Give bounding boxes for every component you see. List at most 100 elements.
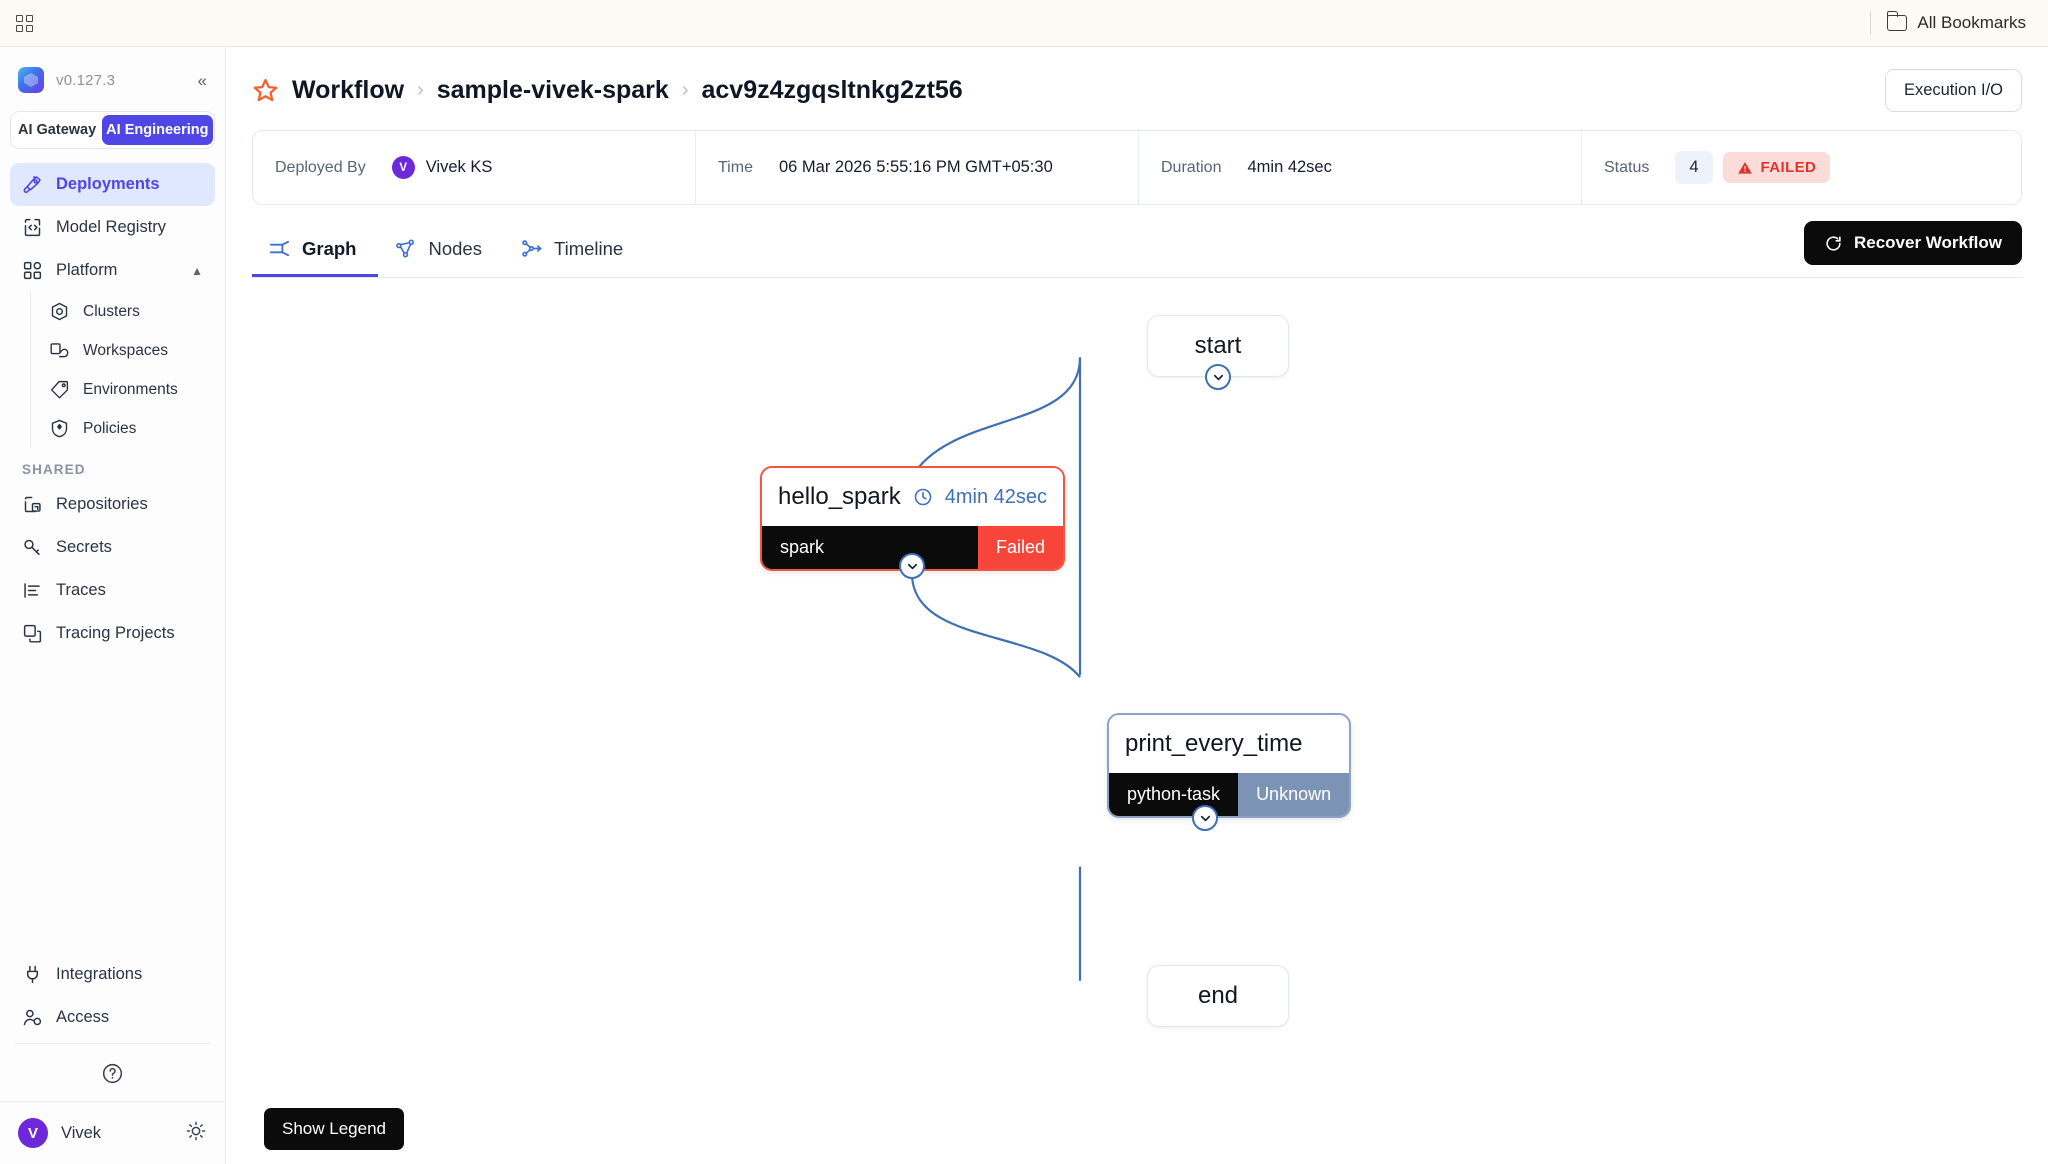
sidebar-item-clusters[interactable]: Clusters [39,292,215,331]
sidebar: v0.127.3 « AI Gateway AI Engineering Dep… [0,47,226,1164]
graph-icon [268,237,291,260]
sidebar-item-deployments[interactable]: Deployments [10,163,215,206]
tab-timeline[interactable]: Timeline [504,227,645,277]
view-tabs: Graph Nodes Timeline [252,221,2022,278]
sidebar-item-label: Access [56,1008,110,1026]
sidebar-item-label: Traces [56,581,106,599]
sidebar-item-repositories[interactable]: Repositories [10,483,215,526]
node-footer: python-task Unknown [1109,773,1350,816]
sidebar-user-row[interactable]: V Vivek [0,1101,225,1164]
breadcrumb-separator: › [681,79,689,101]
sidebar-item-model-registry[interactable]: Model Registry [10,206,215,249]
sidebar-nav: Deployments Model Registry [0,159,225,655]
shield-icon [49,418,70,439]
folder-icon [1886,11,1908,31]
graph-node-start[interactable]: start [1147,315,1289,390]
execution-io-button[interactable]: Execution I/O [1884,69,2022,112]
status-badge-label: FAILED [1760,159,1817,176]
sidebar-item-environments[interactable]: Environments [39,370,215,409]
all-bookmarks-label[interactable]: All Bookmarks [1917,13,2026,32]
show-legend-button[interactable]: Show Legend [264,1108,404,1150]
status-label: Status [1604,158,1650,176]
workspace-icon [49,340,70,361]
sidebar-header: v0.127.3 « [0,47,225,107]
node-state-badge: Unknown [1238,773,1350,816]
sidebar-item-integrations[interactable]: Integrations [10,953,215,996]
node-footer: spark Failed [762,526,1064,569]
node-task-type: spark [762,526,978,569]
breadcrumb-item-workflow-name[interactable]: sample-vivek-spark [436,76,669,104]
recover-workflow-label: Recover Workflow [1853,233,2002,252]
user-name-label: Vivek [61,1123,102,1142]
sidebar-item-policies[interactable]: Policies [39,409,215,448]
apps-grid-icon[interactable] [16,14,33,32]
nodes-icon [394,237,417,260]
divider [14,1043,211,1044]
segment-ai-engineering[interactable]: AI Engineering [102,115,213,145]
tracing-projects-icon [22,623,43,644]
sidebar-item-platform[interactable]: Platform ▲ [10,249,215,292]
duration-value: 4min 42sec [1247,158,1332,176]
platform-grid-icon [22,260,43,281]
node-body[interactable]: start [1147,315,1289,377]
graph-edges [910,357,1082,981]
chevron-down-icon[interactable] [1192,805,1218,831]
traces-icon [22,580,43,601]
sidebar-item-label: Tracing Projects [56,624,175,642]
refresh-icon [1826,235,1841,251]
sun-icon[interactable] [185,1120,207,1147]
clock-icon [913,487,933,507]
graph-node-print-every-time[interactable]: print_every_time python-task Unknown [1107,713,1352,831]
sidebar-item-label: Policies [83,419,137,437]
edge-start-to-hello-spark [911,357,1082,478]
sidebar-item-label: Deployments [56,175,160,193]
chevron-down-icon[interactable] [899,553,925,579]
sidebar-item-label: Repositories [56,495,148,513]
node-header: hello_spark 4min 42sec [762,468,1064,526]
tab-label: Graph [302,237,357,259]
graph-node-hello-spark[interactable]: hello_spark 4min 42sec spark Failed [760,466,1066,579]
node-header: print_every_time [1109,715,1350,773]
status-group: 4 FAILED [1675,151,1831,184]
sidebar-item-label: Workspaces [83,341,168,359]
breadcrumb: Workflow › sample-vivek-spark › acv9z4zg… [252,76,963,105]
node-body[interactable]: end [1147,965,1289,1027]
sidebar-platform-children: Clusters Workspaces [30,292,215,448]
segment-ai-gateway[interactable]: AI Gateway [18,122,97,138]
sidebar-item-workspaces[interactable]: Workspaces [39,331,215,370]
chevron-down-icon[interactable] [1205,364,1231,390]
deployed-by-value: V Vivek KS [391,156,493,179]
tab-graph[interactable]: Graph [252,227,379,277]
tab-nodes[interactable]: Nodes [378,227,503,277]
sidebar-item-tracing-projects[interactable]: Tracing Projects [10,612,215,655]
graph-node-end[interactable]: end [1147,965,1289,1027]
tab-label: Timeline [553,237,624,259]
node-body[interactable]: print_every_time python-task Unknown [1107,713,1352,818]
collapse-left-icon[interactable]: « [197,70,207,90]
node-label: end [1197,982,1239,1009]
workflow-graph-canvas[interactable]: start hello_spark 4min [252,278,2022,1164]
recover-workflow-button[interactable]: Recover Workflow [1803,221,2022,265]
sidebar-item-access[interactable]: Access [10,996,215,1039]
sidebar-section-shared: SHARED [22,462,86,477]
product-logo-icon [18,67,44,93]
info-cell-deployed-by: Deployed By V Vivek KS [253,131,696,204]
edge-hello-spark-to-print-every-time [910,573,1081,678]
deployed-by-name: Vivek KS [425,158,493,176]
tab-label: Nodes [428,237,482,259]
help-circle-icon[interactable] [0,1048,225,1101]
cluster-icon [49,301,70,322]
info-cell-time: Time 06 Mar 2026 5:55:16 PM GMT+05:30 [696,131,1139,204]
sidebar-item-secrets[interactable]: Secrets [10,526,215,569]
timeline-icon [520,237,543,260]
avatar: V [391,156,415,179]
browser-bookmark-bar: All Bookmarks [0,0,2048,47]
chevron-up-icon[interactable]: ▲ [191,263,203,278]
breadcrumb-item-workflow[interactable]: Workflow [292,76,405,104]
status-badge: FAILED [1722,152,1831,183]
repository-icon [22,494,43,515]
star-favorite-icon[interactable] [252,77,279,104]
node-label: print_every_time [1125,730,1303,757]
breadcrumb-item-execution-id[interactable]: acv9z4zgqsltnkg2zt56 [701,76,963,104]
sidebar-item-traces[interactable]: Traces [10,569,215,612]
